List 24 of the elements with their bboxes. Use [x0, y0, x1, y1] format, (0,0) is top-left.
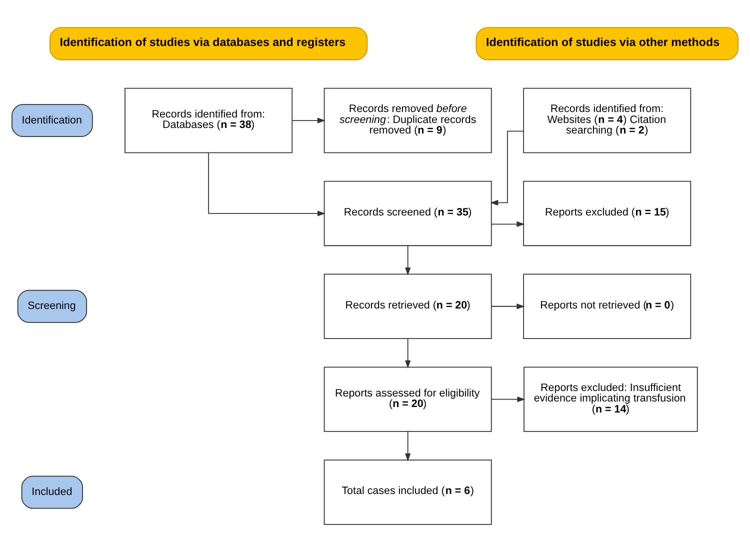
arrow	[405, 430, 411, 461]
node-box: Reports not retrieved (n = 0)	[523, 273, 692, 338]
node-box: Identification of studies via databases and registers	[50, 26, 368, 60]
node-box: Identification of studies via other methods	[476, 26, 738, 60]
node-box: Records retrieved (n = 20)	[324, 273, 492, 338]
node-box: Records screened (n = 35)	[324, 180, 492, 246]
node-box: Reports assessed for eligibility (n = 20)	[324, 366, 492, 432]
node-box: Screening	[17, 289, 88, 322]
arrow	[490, 130, 524, 206]
arrow	[405, 338, 411, 368]
node-box: Records identified from: Databases (n = 38)	[124, 87, 293, 153]
arrow	[491, 303, 525, 309]
node-box: Reports excluded: Insufficient evidence implicating transfusion (n = 14)	[524, 366, 698, 432]
node-box: Total cases included (n = 6)	[324, 459, 492, 524]
arrow	[208, 152, 326, 216]
node-box: Records identified from: Websites (n = 4) Citation searching (n = 2)	[523, 87, 692, 153]
node-box: Reports excluded (n = 15)	[523, 180, 692, 246]
node-box: Records removed before screening: Duplicate records removed (n = 9)	[324, 87, 492, 153]
arrow	[292, 117, 326, 123]
node-box: Included	[21, 475, 84, 508]
arrow	[491, 220, 525, 226]
node-box: Identification	[12, 103, 93, 137]
arrow	[405, 244, 411, 276]
arrow	[491, 396, 526, 402]
